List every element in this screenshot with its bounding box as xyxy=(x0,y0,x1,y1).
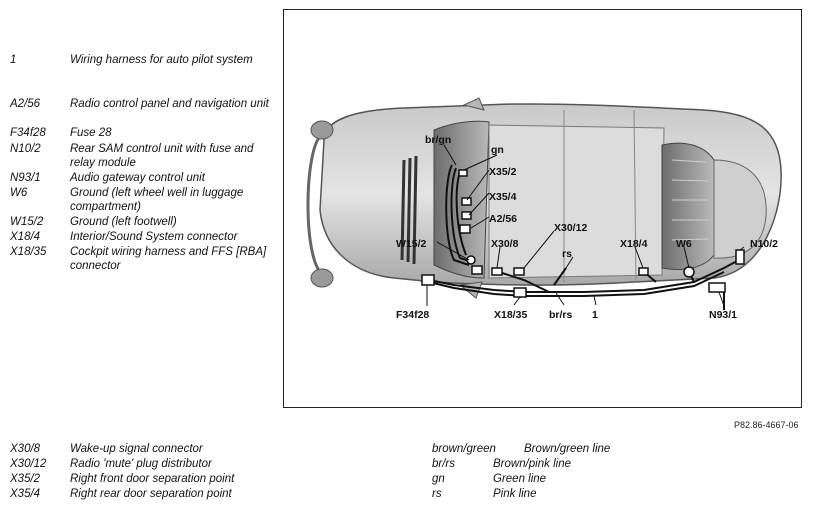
legend-desc: Interior/Sound System connector xyxy=(70,231,238,243)
diagram-labels: br/gn gn X35/2 X35/4 A2/56 X30/12 W15/2 … xyxy=(396,134,778,321)
wire-color-legend: brown/green Brown/green line br/rs Brown/p… xyxy=(432,442,732,504)
legend-desc: Right front door separation point xyxy=(70,473,235,485)
figure-reference: P82.86-4667-06 xyxy=(734,420,799,430)
legend-code: X30/8 xyxy=(10,443,41,455)
legend-code: brown/green xyxy=(432,443,496,455)
legend-code: N10/2 xyxy=(10,143,41,155)
wiring-diagram-frame: br/gn gn X35/2 X35/4 A2/56 X30/12 W15/2 … xyxy=(283,9,802,408)
legend-desc: Green line xyxy=(493,473,547,485)
legend-code: X35/2 xyxy=(10,473,41,485)
label-x35-2: X35/2 xyxy=(489,166,517,178)
legend-desc: Wiring harness for auto pilot system xyxy=(70,54,253,66)
label-1: 1 xyxy=(592,309,598,321)
legend-code: X18/35 xyxy=(10,246,47,258)
label-x18-35: X18/35 xyxy=(494,309,527,321)
car-wiring-diagram: br/gn gn X35/2 X35/4 A2/56 X30/12 W15/2 … xyxy=(306,97,782,321)
legend-code: X30/12 xyxy=(10,458,47,470)
label-x30-8: X30/8 xyxy=(491,238,519,250)
label-x35-4: X35/4 xyxy=(489,191,517,203)
legend-desc: Cockpit wiring harness and FFS [RBA] con… xyxy=(70,246,267,272)
legend-desc: Brown/pink line xyxy=(493,458,571,470)
legend-code: F34f28 xyxy=(10,127,46,139)
legend-code: rs xyxy=(432,488,442,500)
label-rs: rs xyxy=(562,248,572,260)
legend-desc: Ground (left wheel well in luggage compa… xyxy=(70,187,244,213)
label-n93-1: N93/1 xyxy=(709,309,737,321)
legend-desc: Wake-up signal connector xyxy=(70,443,203,455)
label-gn: gn xyxy=(491,144,504,156)
car-body xyxy=(306,97,782,299)
legend-code: N93/1 xyxy=(10,172,41,184)
label-w15-2: W15/2 xyxy=(396,238,427,250)
legend-desc: Audio gateway control unit xyxy=(70,172,205,184)
legend-desc: Radio control panel and navigation unit xyxy=(70,98,269,110)
legend-desc: Brown/green line xyxy=(524,443,611,455)
component-legend: 1 Wiring harness for auto pilot system A2… xyxy=(10,53,280,283)
wiring-harness xyxy=(428,164,740,310)
legend-code: X35/4 xyxy=(10,488,41,500)
legend-desc: Rear SAM control unit with fuse and rela… xyxy=(70,143,254,169)
legend-desc: Right rear door separation point xyxy=(70,488,232,500)
connectors xyxy=(421,169,745,298)
legend-desc: Pink line xyxy=(493,488,537,500)
legend-code: W6 xyxy=(10,187,28,199)
legend-code: 1 xyxy=(10,54,17,66)
leader-lines xyxy=(426,144,745,307)
legend-code: X18/4 xyxy=(10,231,41,243)
connector-legend: X30/8 Wake-up signal connector X30/12 Radi… xyxy=(10,442,290,504)
label-br-gn: br/gn xyxy=(425,134,451,146)
legend-code: gn xyxy=(432,473,445,485)
label-x18-4: X18/4 xyxy=(620,238,648,250)
label-a2-56: A2/56 xyxy=(489,213,517,225)
label-f34f28: F34f28 xyxy=(396,309,429,321)
label-w6: W6 xyxy=(676,238,692,250)
legend-code: A2/56 xyxy=(10,98,41,110)
legend-code: W15/2 xyxy=(10,216,44,228)
legend-code: br/rs xyxy=(432,458,455,470)
label-br-rs: br/rs xyxy=(549,309,573,321)
legend-desc: Radio 'mute' plug distributor xyxy=(70,458,212,470)
legend-desc: Fuse 28 xyxy=(70,127,112,139)
label-n10-2: N10/2 xyxy=(750,238,778,250)
legend-desc: Ground (left footwell) xyxy=(70,216,177,228)
label-x30-12: X30/12 xyxy=(554,222,587,234)
